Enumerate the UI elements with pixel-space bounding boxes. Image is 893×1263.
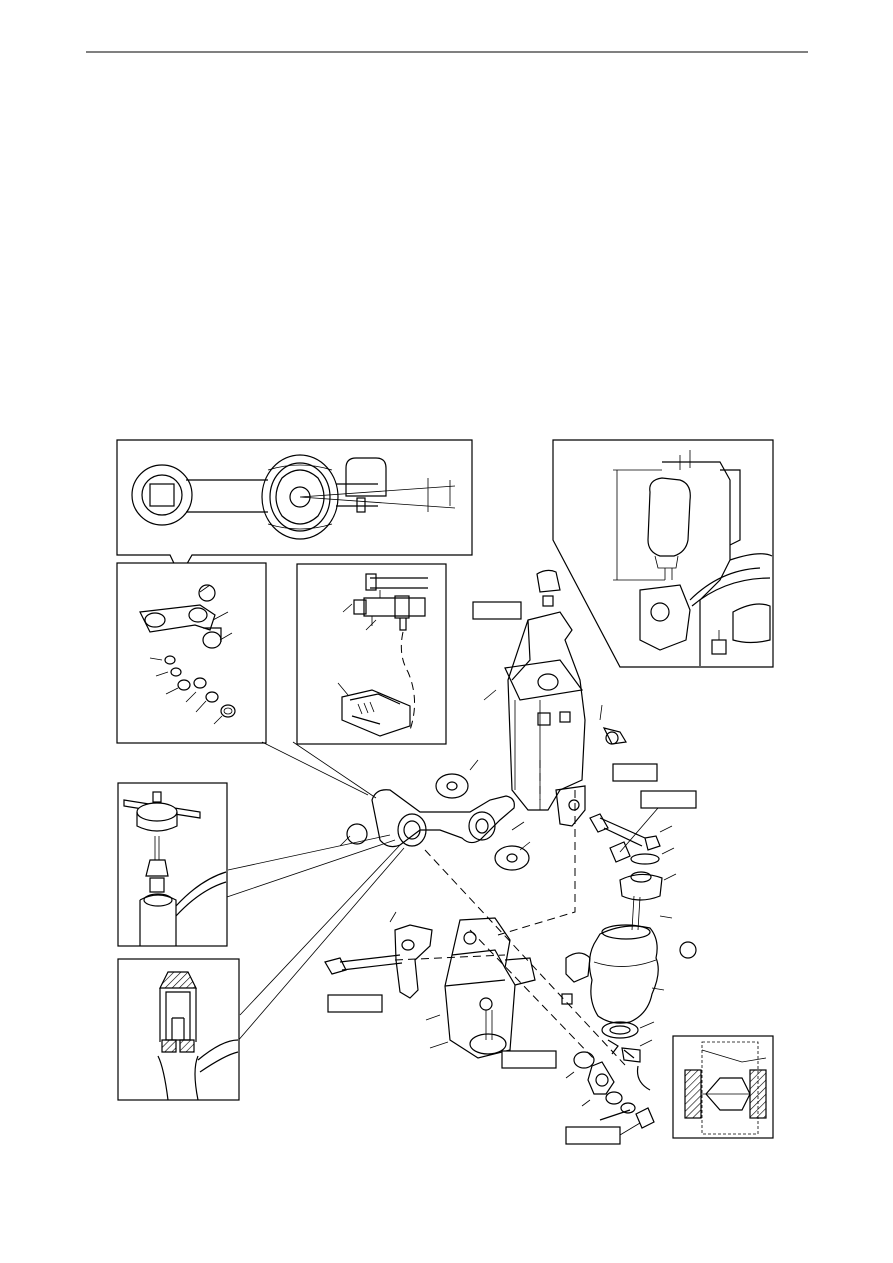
callout-leaders — [339, 704, 677, 1107]
grease-gun-panel — [296, 563, 447, 745]
torque-tag — [472, 601, 522, 620]
torque-tag — [327, 994, 383, 1013]
bushing-section-panel — [672, 1035, 774, 1139]
detail-leaders — [223, 741, 405, 1051]
torque-tag — [612, 763, 658, 782]
bushing-detail-panel — [116, 439, 473, 578]
callout-circle — [679, 941, 697, 959]
seal-exploded-panel — [116, 562, 267, 744]
section-detail-panel — [117, 958, 240, 1101]
press-tool-panel — [117, 782, 228, 947]
upper-bracket-assembly — [472, 569, 658, 827]
washers — [435, 773, 530, 871]
torque-rod — [346, 789, 515, 848]
torque-tag — [501, 1050, 557, 1069]
air-spring-assembly — [561, 790, 697, 1145]
cab-installed-panel — [552, 439, 774, 668]
torque-tag — [565, 1126, 621, 1145]
torque-tag — [640, 790, 697, 809]
callout-circle — [346, 823, 368, 845]
assembly-centerlines — [394, 760, 626, 1066]
lower-bracket-assembly — [324, 917, 557, 1069]
